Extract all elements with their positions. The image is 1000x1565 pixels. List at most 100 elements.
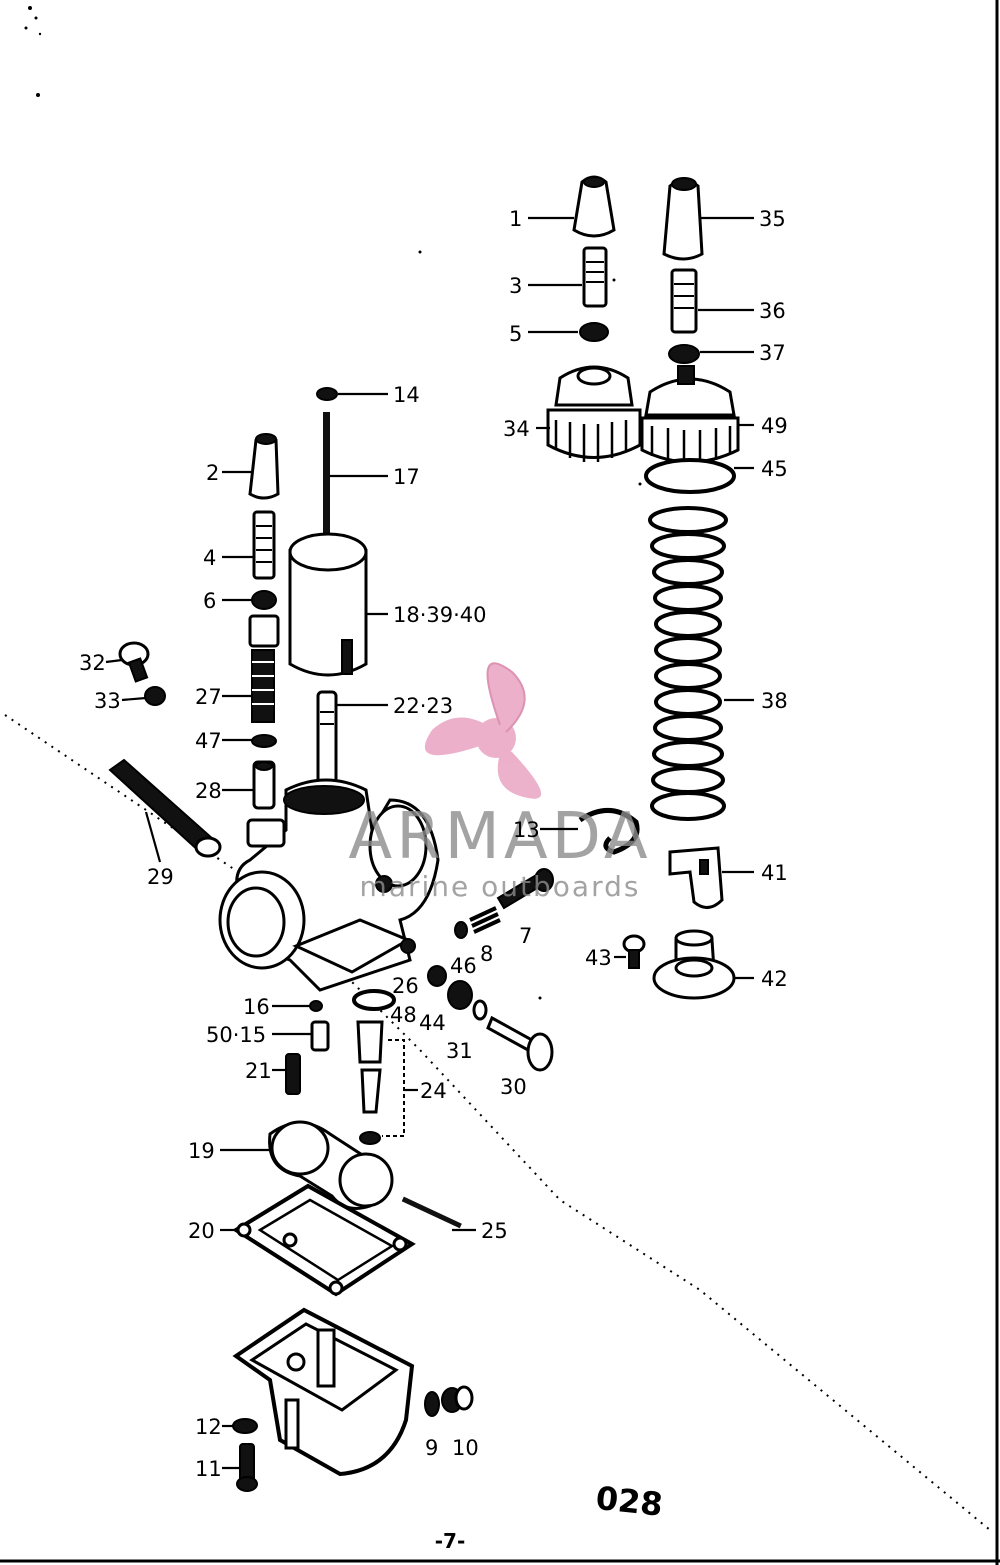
callout-36: 36 <box>759 299 786 323</box>
callout-47: 47 <box>195 729 222 753</box>
callout-7: 7 <box>519 924 532 948</box>
part-3-adjuster <box>582 246 608 308</box>
callout-26: 26 <box>392 974 419 998</box>
callout-17: 17 <box>393 465 420 489</box>
callout-21: 21 <box>245 1059 272 1083</box>
part-30-o-ring <box>472 999 488 1021</box>
callout-13: 13 <box>513 818 540 842</box>
part-33-nut <box>144 686 166 706</box>
part-17-jet-needle <box>323 412 330 542</box>
part-25-float-pin <box>401 1196 462 1229</box>
callout-37: 37 <box>759 341 786 365</box>
callout-1: 1 <box>509 207 522 231</box>
part-14-e-clip <box>316 387 338 401</box>
callout-30: 30 <box>500 1075 527 1099</box>
callout-16: 16 <box>243 995 270 1019</box>
callout-33: 33 <box>94 689 121 713</box>
part-31-spring <box>447 980 473 1010</box>
part-29-vent-tube <box>108 758 222 858</box>
part-38-spring <box>648 506 728 821</box>
callout-34: 34 <box>503 417 530 441</box>
callout-48: 48 <box>390 1003 417 1027</box>
diagram-code: 028 <box>594 1479 664 1524</box>
callout-29: 29 <box>147 865 174 889</box>
leader-lines <box>105 216 754 1470</box>
part-19-float <box>268 1120 394 1210</box>
callout-20: 20 <box>188 1219 215 1243</box>
part-30-screw <box>486 1015 554 1072</box>
callout-22-23: 22·23 <box>393 694 453 718</box>
part-7-screw <box>496 868 554 910</box>
watermark-brand: ARMADA <box>348 800 651 874</box>
callout-28: 28 <box>195 779 222 803</box>
part-8-spring <box>469 906 501 934</box>
part-36-adjuster <box>670 268 698 334</box>
part-50-pilot-jet <box>310 1020 330 1052</box>
callout-12: 12 <box>195 1415 222 1439</box>
callout-14: 14 <box>393 383 420 407</box>
callout-38: 38 <box>761 689 788 713</box>
watermark-tagline: marine outboards <box>360 870 641 903</box>
callout-43: 43 <box>585 946 612 970</box>
part-27-cable-adjuster <box>248 614 280 723</box>
part-5-nut <box>579 322 609 342</box>
part-41-clip <box>668 846 724 909</box>
callout-10: 10 <box>452 1436 479 1460</box>
part-28-plug <box>252 760 276 810</box>
part-34-top-cap <box>546 365 642 462</box>
part-32-screw <box>118 641 150 683</box>
part-46-washer <box>454 921 468 939</box>
callout-44: 44 <box>419 1011 446 1035</box>
part-18-throttle-valve <box>288 532 368 677</box>
callout-8: 8 <box>480 942 493 966</box>
callout-3: 3 <box>509 274 522 298</box>
part-9-washer <box>424 1391 440 1417</box>
callout-45: 45 <box>761 457 788 481</box>
part-35-cap <box>662 177 704 261</box>
part-2-cap <box>248 433 280 500</box>
part-11-screw <box>236 1443 258 1492</box>
part-47-washer <box>251 734 277 748</box>
part-42-base-plate <box>652 929 736 1000</box>
part-4-adjuster <box>252 510 276 580</box>
part-37-nut <box>668 344 700 364</box>
callout-46: 46 <box>450 954 477 978</box>
part-48-o-ring <box>352 989 396 1011</box>
callout-35: 35 <box>759 207 786 231</box>
callout-19: 19 <box>188 1139 215 1163</box>
part-49-top-cap <box>640 365 740 464</box>
scan-specks <box>24 6 642 1000</box>
callout-2: 2 <box>206 461 219 485</box>
callout-9: 9 <box>425 1436 438 1460</box>
callout-50-15: 50·15 <box>206 1023 266 1047</box>
part-13-clip <box>578 808 640 855</box>
callout-42: 42 <box>761 967 788 991</box>
armada-logo-icon <box>424 662 542 799</box>
callout-11: 11 <box>195 1457 222 1481</box>
callout-32: 32 <box>79 651 106 675</box>
part-16-washer <box>309 1000 323 1012</box>
callout-4: 4 <box>203 546 216 570</box>
part-6-nut <box>251 590 277 610</box>
callout-49: 49 <box>761 414 788 438</box>
part-21-jet <box>285 1053 301 1095</box>
part-20-gasket <box>232 1183 416 1297</box>
part-43-screw <box>622 934 646 969</box>
part-24-needle-valve <box>356 1020 405 1145</box>
callout-18-39-40: 18·39·40 <box>393 603 487 627</box>
callout-5: 5 <box>509 322 522 346</box>
part-44-ball <box>427 965 447 987</box>
float-bowl <box>232 1307 415 1477</box>
part-45-o-ring <box>644 458 736 494</box>
part-1-cap <box>572 175 616 238</box>
carburetor-body <box>218 778 440 992</box>
callout-24: 24 <box>420 1079 447 1103</box>
callout-25: 25 <box>481 1219 508 1243</box>
callout-31: 31 <box>446 1039 473 1063</box>
part-12-washer <box>232 1418 258 1434</box>
callout-27: 27 <box>195 685 222 709</box>
callout-41: 41 <box>761 861 788 885</box>
part-10-plug <box>441 1385 474 1413</box>
page-number: -7- <box>435 1529 466 1553</box>
